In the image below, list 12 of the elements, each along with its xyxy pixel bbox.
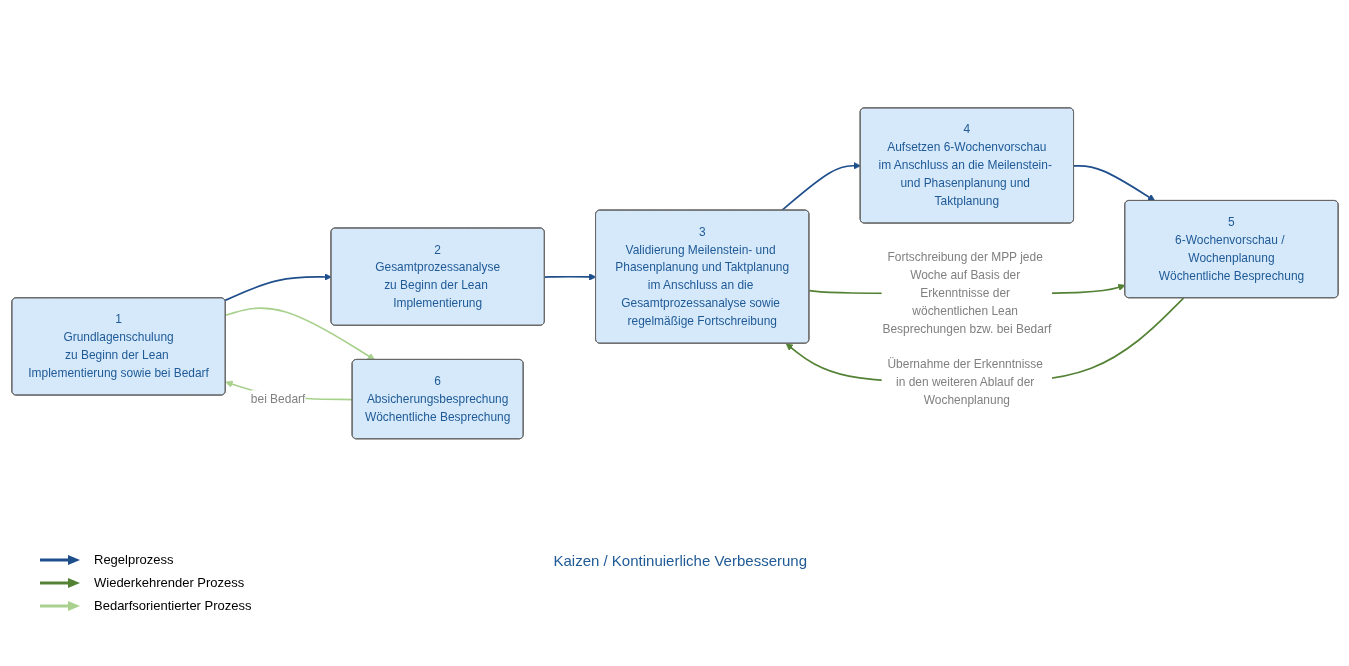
arrow [1072, 164, 1155, 201]
arrow [223, 272, 332, 301]
edge-label: Fortschreibung der MPP jede Woche auf Basis der Erkenntnisse der wöchentlichen Lean Besprechungen bzw. bei Bedarf [881, 250, 1051, 336]
arrow [543, 272, 596, 281]
legend-label: Bedarfsorientierter Prozess [94, 598, 252, 613]
arrow [224, 307, 375, 360]
edge-label: Übernahme der Erkenntnisse in den weiteren Ablauf der Wochenplanung [886, 356, 1043, 407]
edge-label: bei Bedarf [250, 391, 305, 406]
legend-label: Wiederkehrender Prozess [94, 575, 245, 590]
cycle-label: Kaizen / Kontinuierliche Verbesserung [552, 552, 808, 569]
legend-label: Regelprozess [94, 552, 174, 567]
arrow [780, 161, 861, 211]
